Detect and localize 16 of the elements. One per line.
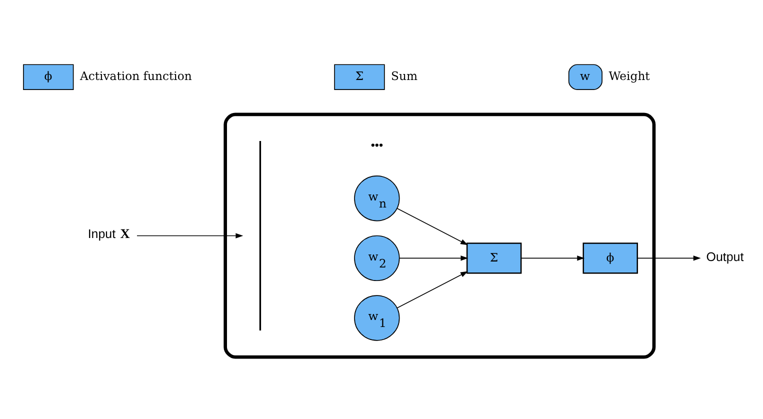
label: •••: [370, 138, 384, 152]
node-box: Σ: [466, 242, 522, 274]
node-text: Output: [706, 250, 744, 264]
node-label: Weight: [608, 68, 650, 83]
arrow: [396, 270, 468, 308]
node-label: Activation function: [80, 68, 192, 83]
node-box: ϕ: [582, 242, 638, 274]
node-text: Input X: [88, 226, 130, 241]
arrow: [637, 255, 701, 260]
arrow: [399, 255, 468, 260]
node-brace: [259, 140, 262, 330]
arrow: [520, 255, 585, 260]
node-label: Sum: [391, 68, 418, 83]
cluster: [224, 112, 656, 358]
arrow: [136, 232, 244, 238]
arrow: [396, 207, 468, 245]
